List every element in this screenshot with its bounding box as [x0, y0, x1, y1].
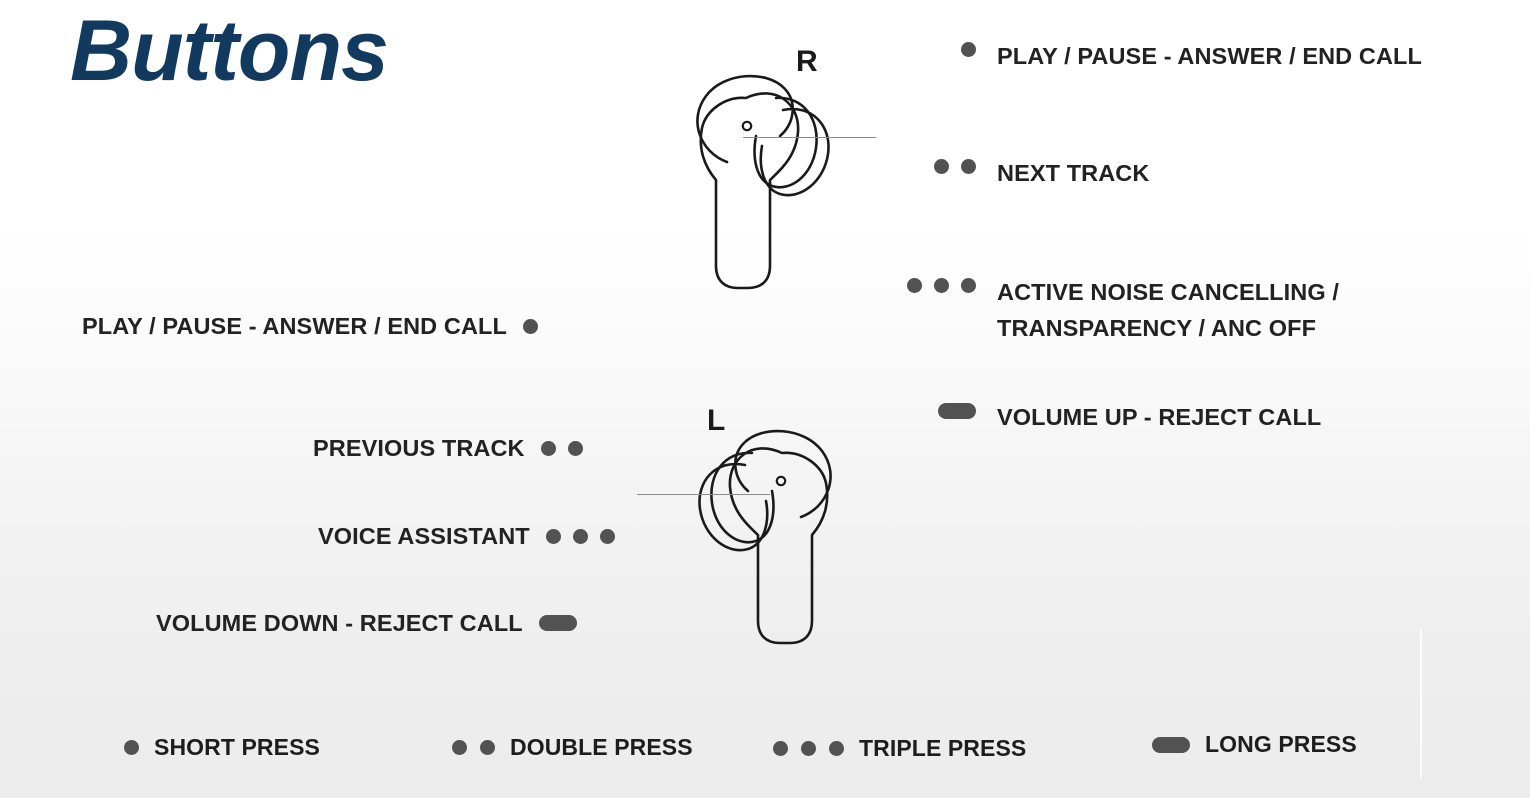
control-label: VOLUME DOWN - REJECT CALL: [156, 610, 523, 636]
legend-item-triple-press: TRIPLE PRESS: [773, 735, 1026, 762]
legend-label: DOUBLE PRESS: [510, 734, 693, 760]
press-dot: [572, 528, 588, 544]
right-earbud-leader-line: [743, 137, 876, 138]
legend-label: TRIPLE PRESS: [859, 735, 1027, 761]
legend-item-short-press: SHORT PRESS: [124, 734, 320, 761]
right-control-row-anc: ACTIVE NOISE CANCELLING / TRANSPARENCY /…: [876, 274, 1339, 347]
press-dot: [934, 159, 949, 174]
press-dot: [773, 741, 788, 756]
left-control-row-volume-down: VOLUME DOWN - REJECT CALL: [156, 605, 577, 641]
control-label: PREVIOUS TRACK: [313, 435, 525, 461]
control-label: ACTIVE NOISE CANCELLING / TRANSPARENCY /…: [997, 279, 1339, 342]
left-earbud-side-letter: L: [707, 404, 726, 437]
press-dot: [801, 741, 816, 756]
press-pill: [538, 615, 577, 632]
right-earbud-illustration: [696, 74, 830, 290]
press-dot: [567, 440, 583, 456]
left-control-row-voice-assistant: VOICE ASSISTANT: [318, 518, 615, 554]
left-earbud-leader-line: [637, 494, 770, 495]
press-dot: [829, 741, 844, 756]
marker-long-press: [1152, 736, 1190, 753]
left-control-row-previous-track: PREVIOUS TRACK: [313, 430, 583, 466]
marker-long-press: [538, 615, 577, 632]
marker-triple-press: [876, 274, 976, 293]
press-dot: [540, 440, 556, 456]
marker-short-press: [124, 740, 139, 755]
press-dot: [545, 528, 561, 544]
page-title: Buttons: [70, 3, 389, 99]
press-dot: [934, 278, 949, 293]
marker-short-press: [876, 38, 976, 57]
control-label: VOICE ASSISTANT: [318, 523, 530, 549]
legend-item-double-press: DOUBLE PRESS: [452, 734, 693, 761]
control-label: NEXT TRACK: [997, 160, 1150, 186]
control-label: PLAY / PAUSE - ANSWER / END CALL: [82, 313, 507, 339]
legend-item-long-press: LONG PRESS: [1152, 731, 1357, 758]
right-control-row-volume-up: VOLUME UP - REJECT CALL: [876, 399, 1321, 435]
marker-double-press: [452, 740, 495, 755]
left-earbud-illustration: [698, 429, 832, 645]
right-control-row-next-track: NEXT TRACK: [876, 155, 1149, 191]
marker-triple-press: [773, 741, 844, 756]
right-control-row-play-pause: PLAY / PAUSE - ANSWER / END CALL: [876, 38, 1422, 74]
press-dot: [522, 318, 538, 334]
press-dot: [480, 740, 495, 755]
press-dot: [961, 159, 976, 174]
right-earbud-side-letter: R: [796, 45, 818, 78]
press-dot: [599, 528, 615, 544]
marker-triple-press: [545, 528, 615, 544]
marker-short-press: [522, 318, 538, 334]
press-pill: [938, 403, 976, 419]
press-dot: [124, 740, 139, 755]
legend-label: LONG PRESS: [1205, 731, 1357, 757]
press-dot: [452, 740, 467, 755]
marker-double-press: [876, 155, 976, 174]
marker-double-press: [540, 440, 583, 456]
press-type-legend: SHORT PRESS DOUBLE PRESS TRIPLE PRESS LO…: [0, 718, 1530, 788]
marker-long-press: [876, 399, 976, 419]
press-dot: [961, 42, 976, 57]
background-seam-artifact: [1420, 630, 1422, 778]
press-pill: [1152, 736, 1190, 753]
control-label: PLAY / PAUSE - ANSWER / END CALL: [997, 43, 1422, 69]
left-control-row-play-pause: PLAY / PAUSE - ANSWER / END CALL: [82, 308, 538, 344]
press-dot: [907, 278, 922, 293]
control-label: VOLUME UP - REJECT CALL: [997, 404, 1322, 430]
legend-label: SHORT PRESS: [154, 734, 320, 760]
press-dot: [961, 278, 976, 293]
